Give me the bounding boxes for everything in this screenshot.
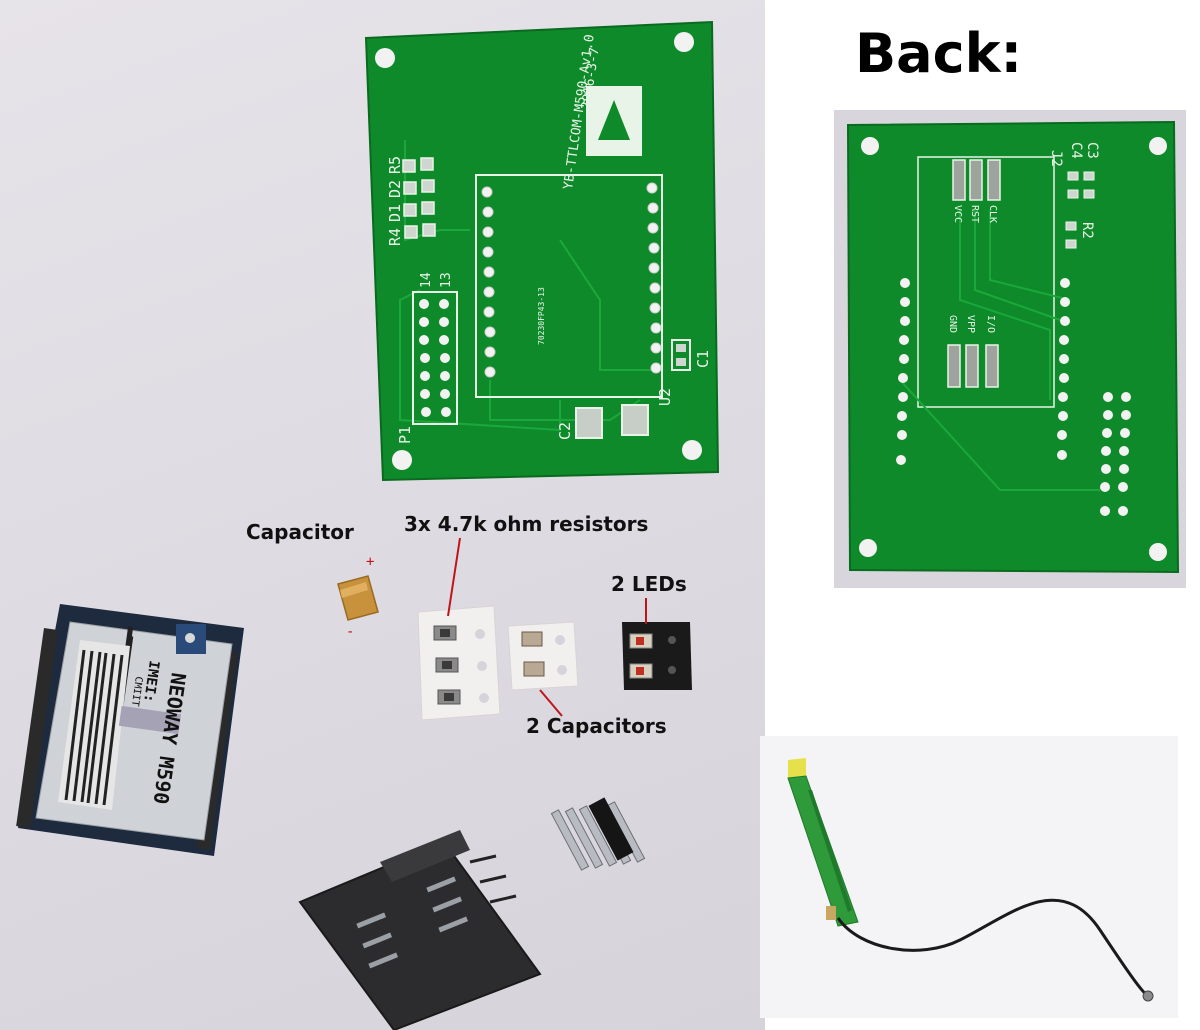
back-pcb-pad-label: VPP [965,315,976,333]
tantalum-capacitor [337,575,379,621]
ufl-connector [1142,990,1154,1002]
back-pcb-ref: C3 [1084,142,1100,159]
mount-hole [682,440,702,460]
front-pcb-ref: D1 [386,204,404,222]
back-pcb-pad-label: VCC [952,205,963,223]
mount-hole [1149,137,1167,155]
capacitor-minus-sign: - [346,624,354,640]
label-resistors: 3x 4.7k ohm resistors [404,512,649,536]
label-two-capacitors: 2 Capacitors [526,714,667,738]
led-tape-strip [622,622,692,690]
antenna-tip [788,758,806,780]
module-imei-label: IMEI: [140,659,162,703]
sim-card-holder [298,830,542,1030]
back-pcb-pad-label: CLK [987,205,998,223]
back-pcb-pad-label: GND [947,315,958,333]
label-leds: 2 LEDs [611,572,687,596]
front-pcb-pin-label: 13 [439,272,454,288]
mount-hole [1149,543,1167,561]
front-pcb-ref: U2 [656,388,674,406]
capacitor-tape-strip [507,621,579,691]
front-pcb-ref: C1 [694,350,712,368]
back-pcb-ref: R2 [1079,222,1095,239]
back-pcb-pad-label: I/O [985,315,996,333]
back-pcb-ref: J2 [1048,150,1064,167]
neoway-m590-module [16,604,244,856]
mount-hole [375,48,395,68]
front-pcb-ref: R4 [386,228,404,246]
mount-hole [859,539,877,557]
front-pcb: YB-TTLCOM-M590-Av1.0 2016-3-7 R4 D1 D2 R… [364,20,720,482]
label-capacitor: Capacitor [246,520,354,544]
leader-lines [447,537,647,717]
front-pcb-ref: C2 [556,422,574,440]
module-cmiit: CMIIT [129,676,144,707]
mount-hole [861,137,879,155]
back-pcb-pad-label: RST [969,205,980,223]
back-pcb-inset: J2 C3 C4 R2 VCC RST CLK GND VPP I/O [834,110,1186,588]
back-pcb-ref: C4 [1068,142,1084,159]
front-pcb-ref: R5 [386,156,404,174]
back-title: Back: [855,22,1023,85]
antenna-cable [836,898,1147,996]
front-pcb-pin-label: 14 [419,272,434,288]
mount-hole [392,450,412,470]
resistor-tape-strip [417,605,501,721]
front-pcb-ref: D2 [386,180,404,198]
mount-hole [674,32,694,52]
antenna-inset [760,736,1178,1018]
capacitor-plus-sign: + [366,554,374,570]
pin-header [550,797,646,871]
front-pcb-ref: P1 [396,426,414,444]
front-pcb-chip-text: 70230FP43-13 [537,287,546,345]
